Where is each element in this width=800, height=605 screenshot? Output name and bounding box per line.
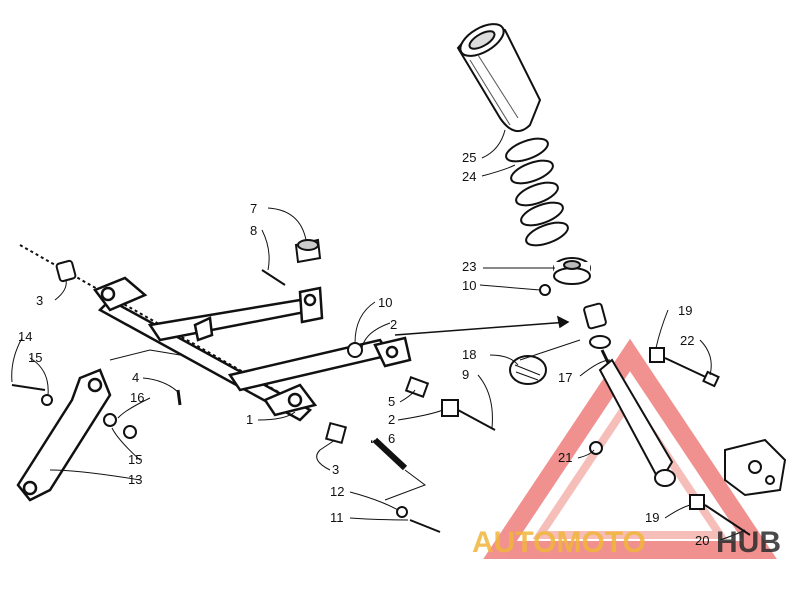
callout-19: 19 xyxy=(645,510,659,525)
leader-lines xyxy=(11,129,746,541)
callout-5: 5 xyxy=(388,394,395,409)
frame-bracket xyxy=(724,438,787,497)
washer-icon xyxy=(103,413,117,427)
callout-21: 21 xyxy=(558,450,572,465)
nut-icon xyxy=(347,342,363,358)
callout-18: 18 xyxy=(462,347,476,362)
callout-20: 20 xyxy=(695,533,709,548)
callout-2: 2 xyxy=(390,317,397,332)
callout-9: 9 xyxy=(462,367,469,382)
spring-retainer xyxy=(553,257,591,285)
callout-19: 19 xyxy=(678,303,692,318)
callout-7: 7 xyxy=(250,201,257,216)
bushing-icon xyxy=(55,259,77,283)
assembly-arrow xyxy=(394,315,570,336)
nut-icon xyxy=(123,425,137,439)
callout-10: 10 xyxy=(462,278,476,293)
bolt-icon xyxy=(11,384,46,391)
screw-icon xyxy=(261,269,286,286)
callout-10: 10 xyxy=(378,295,392,310)
tie-rod xyxy=(16,368,112,502)
coil-spring xyxy=(505,137,569,247)
watermark-triangle xyxy=(483,338,777,559)
callout-12: 12 xyxy=(330,484,344,499)
callout-3: 3 xyxy=(36,293,43,308)
watermark-text-part1: AUTOMOTO xyxy=(472,526,646,559)
bushing-icon xyxy=(404,376,430,398)
callout-24: 24 xyxy=(462,169,476,184)
a-arm xyxy=(19,244,412,422)
spacer-icon xyxy=(649,347,665,363)
callout-8: 8 xyxy=(250,223,257,238)
callout-17: 17 xyxy=(558,370,572,385)
bushing-icon xyxy=(294,238,322,264)
washer-icon xyxy=(441,399,459,417)
callout-25: 25 xyxy=(462,150,476,165)
callouts: 25 24 7 8 23 10 3 10 2 19 22 14 15 18 9 … xyxy=(18,150,709,548)
callout-3: 3 xyxy=(332,462,339,477)
washer-icon xyxy=(41,394,53,406)
shock-boot xyxy=(456,23,542,133)
bolt-icon xyxy=(664,357,720,388)
callout-15: 15 xyxy=(128,452,142,467)
callout-2: 2 xyxy=(388,412,395,427)
watermark-text-part2: HUB xyxy=(716,526,781,559)
callout-22: 22 xyxy=(680,333,694,348)
bolt-icon xyxy=(704,504,751,536)
callout-23: 23 xyxy=(462,259,476,274)
pin-icon xyxy=(372,437,408,471)
shock-absorber xyxy=(583,302,676,487)
bolt-icon xyxy=(409,519,441,533)
washer-icon xyxy=(396,506,408,518)
mount-bushing xyxy=(509,355,547,385)
spacer-icon xyxy=(689,494,705,510)
watermark-logo: AUTOMOTO HUB xyxy=(472,526,781,559)
nut-icon xyxy=(539,284,551,296)
bushing-icon xyxy=(324,421,348,445)
grease-fitting-icon xyxy=(176,389,182,406)
callout-11: 11 xyxy=(330,510,344,525)
callout-6: 6 xyxy=(388,431,395,446)
bolt-icon xyxy=(457,409,496,431)
callout-4: 4 xyxy=(132,370,139,385)
callout-16: 16 xyxy=(130,390,144,405)
callout-13: 13 xyxy=(128,472,142,487)
callout-1: 1 xyxy=(246,412,253,427)
callout-14: 14 xyxy=(18,329,32,344)
callout-15: 15 xyxy=(28,350,42,365)
